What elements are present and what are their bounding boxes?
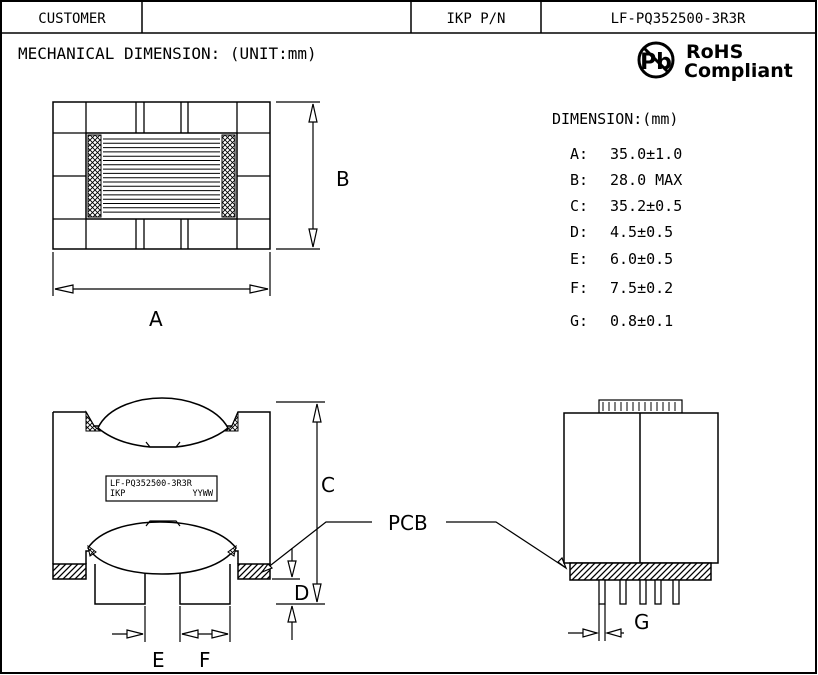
dimension-key: A: [570,145,588,163]
dimension-value: 4.5±0.5 [610,223,673,241]
dimension-value: 7.5±0.2 [610,279,673,297]
dimension-heading: DIMENSION:(mm) [552,110,678,128]
label-e: E [152,648,165,672]
dimension-key: G: [570,312,588,330]
label-c: C [321,473,335,497]
rohs-logo: Pb RoHS Compliant [637,41,793,82]
dimension-table: DIMENSION:(mm) A: 35.0±1.0B: 28.0 MAX C: 35.… [552,110,682,330]
label-d: D [294,581,309,605]
dimension-key: D: [570,223,588,241]
dimension-value: 35.0±1.0 [610,145,682,163]
dimension-c [276,401,325,605]
customer-label: CUSTOMER [38,11,106,27]
pb-free-icon: Pb [637,41,675,79]
dimension-a [52,252,271,296]
front-view [52,397,271,605]
dimension-value: 28.0 MAX [610,171,682,189]
label-g: G [634,610,650,634]
pcb-leaders [260,521,568,574]
marking-part-number: LF-PQ352500-3R3R [110,479,193,489]
marking-ikp: IKP [110,489,125,499]
marking-date-code: YYWW [193,489,214,499]
compliant-text: Compliant [684,60,793,82]
top-view [52,101,271,250]
dimension-key: C: [570,197,588,215]
dimension-value: 0.8±0.1 [610,312,673,330]
label-b: B [336,167,350,191]
dimension-key: F: [570,279,588,297]
page-title: MECHANICAL DIMENSION: (UNIT:mm) [18,44,317,63]
dimension-key: E: [570,250,588,268]
dimension-g [568,604,624,641]
label-a: A [149,307,163,331]
dimension-e-f [112,606,231,642]
part-number-label: IKP P/N [446,11,505,27]
part-number-value: LF-PQ352500-3R3R [611,11,746,27]
dimension-d [272,548,300,640]
dimension-key: B: [570,171,588,189]
side-view [563,399,719,605]
dimension-b [276,101,320,250]
dimension-value: 35.2±0.5 [610,197,682,215]
pcb-label: PCB [388,511,428,535]
rohs-text: RoHS [686,41,743,63]
dimension-value: 6.0±0.5 [610,250,673,268]
header-row: CUSTOMER IKP P/N LF-PQ352500-3R3R [1,1,816,34]
label-f: F [199,648,211,672]
